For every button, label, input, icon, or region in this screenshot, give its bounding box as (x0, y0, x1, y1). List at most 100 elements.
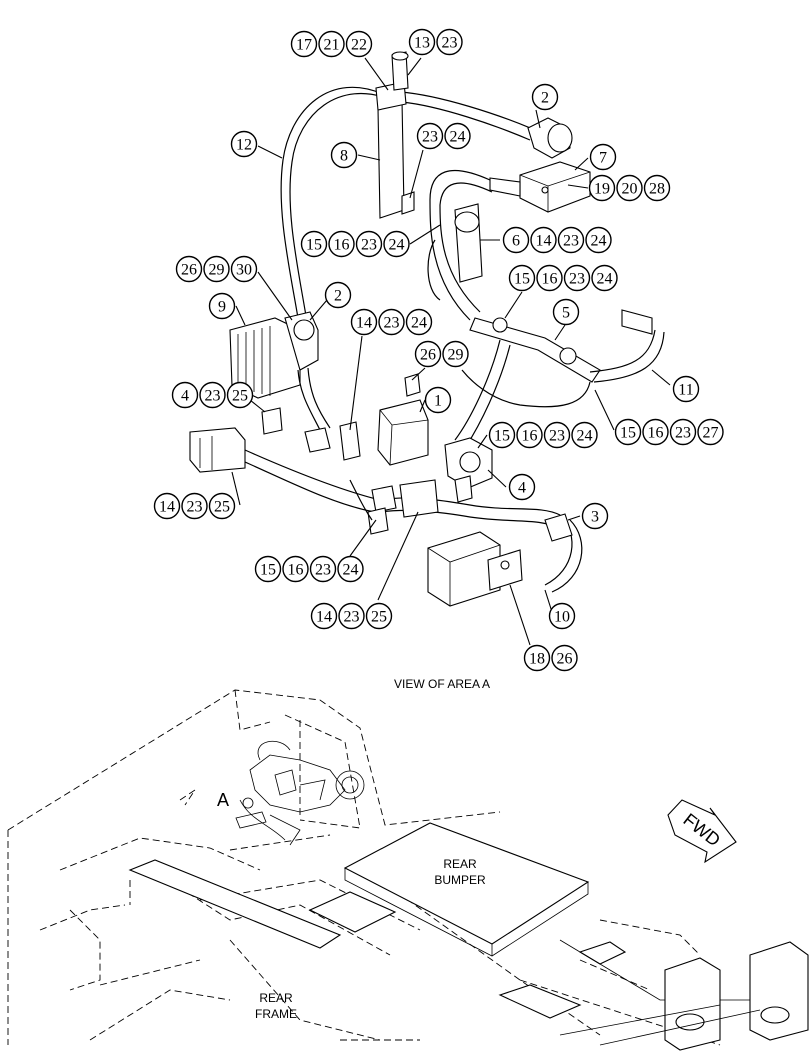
machine-locator-view: FWD (7, 689, 809, 1051)
tube-assembly-5 (469, 317, 601, 383)
callout-number: 24 (389, 237, 405, 254)
callout-number: 14 (356, 315, 372, 332)
callout-group: 11 (672, 375, 700, 403)
callout-circle (328, 230, 355, 258)
rear-frame-label-line2: FRAME (255, 1007, 297, 1021)
callout-number: 23 (187, 499, 203, 516)
callout-circle (318, 30, 345, 58)
callout-number: 8 (340, 148, 348, 165)
callout-number: 24 (597, 271, 613, 288)
callout-circle (405, 308, 433, 336)
callout-circle (153, 492, 181, 520)
callout-number: 26 (557, 651, 573, 668)
callout-circle (230, 255, 258, 283)
callout-circle (642, 418, 669, 446)
callout-number: 24 (591, 233, 607, 250)
callout-number: 13 (414, 35, 430, 52)
callout-number: 25 (214, 499, 230, 516)
callout-circle (442, 340, 469, 368)
callout-circle (230, 130, 258, 158)
callout-circle (591, 264, 618, 292)
callout-number: 23 (549, 428, 565, 445)
callout-number: 17 (296, 37, 312, 54)
callout-group: 7 (589, 143, 617, 171)
callout-circle (181, 492, 208, 520)
callout-circle (508, 264, 536, 292)
callout-number: 26 (420, 347, 436, 364)
callout-number: 20 (622, 181, 638, 198)
callout-circle (563, 264, 591, 292)
callout-number: 16 (648, 425, 664, 442)
callout-circle (309, 555, 337, 583)
callout-circle (516, 421, 543, 449)
callout-circle (330, 141, 358, 169)
callout-number: 2 (334, 288, 342, 305)
callout-circle (300, 230, 328, 258)
rear-frame-label-line1: REAR (259, 991, 293, 1005)
callout-number: 15 (260, 562, 276, 579)
callout-group: 2 (324, 281, 352, 309)
callout-number: 15 (514, 271, 530, 288)
mounting-bracket-8 (377, 99, 405, 219)
callout-number: 30 (236, 262, 252, 279)
callout-circle (488, 421, 516, 449)
callout-number: 15 (494, 428, 510, 445)
callout-circle (523, 644, 551, 672)
callout-circle (324, 281, 352, 309)
callout-number: 26 (181, 262, 197, 279)
callout-number: 16 (288, 562, 304, 579)
callout-group: 12 (230, 130, 258, 158)
callout-number: 23 (563, 233, 579, 250)
callout-circle (199, 381, 226, 409)
harness-detail-view (189, 51, 665, 607)
callout-number: 10 (554, 609, 570, 626)
area-a-marker: A (217, 790, 229, 810)
callout-number: 15 (620, 425, 636, 442)
callout-number: 6 (512, 233, 520, 250)
callout-number: 23 (569, 271, 585, 288)
callout-number: 24 (577, 428, 593, 445)
callout-number: 4 (181, 388, 189, 405)
rear-bumper-label-line2: BUMPER (434, 873, 486, 887)
callout-number: 21 (324, 37, 340, 54)
callout-circle (424, 386, 452, 414)
callout-circle (551, 644, 578, 672)
callout-number: 23 (442, 35, 458, 52)
callout-group: 13 23 (408, 28, 463, 56)
callout-circle (282, 555, 309, 583)
callout-circle (350, 308, 378, 336)
callout-circle (378, 308, 405, 336)
callout-group: 8 (330, 141, 358, 169)
callout-circle (416, 122, 444, 150)
callout-group: 1 (424, 386, 452, 414)
callout-number: 24 (411, 315, 427, 332)
callout-circle (588, 174, 616, 202)
valve-block-7 (519, 161, 591, 213)
callout-number: 12 (236, 137, 252, 154)
callout-circle (208, 492, 236, 520)
callout-circle (589, 143, 617, 171)
callout-number: 27 (703, 425, 719, 442)
leader-lines (231, 57, 671, 646)
callout-circle (337, 555, 364, 583)
callout-group: 9 (208, 292, 236, 320)
callout-circle (616, 174, 643, 202)
callout-circle (531, 83, 559, 111)
callout-circle (581, 502, 609, 530)
callout-number: 3 (591, 509, 599, 526)
callout-number: 16 (334, 237, 350, 254)
connector-left (189, 427, 246, 473)
forward-direction-arrow (667, 799, 737, 864)
callout-number: 9 (218, 299, 226, 316)
callout-circle (548, 602, 576, 630)
